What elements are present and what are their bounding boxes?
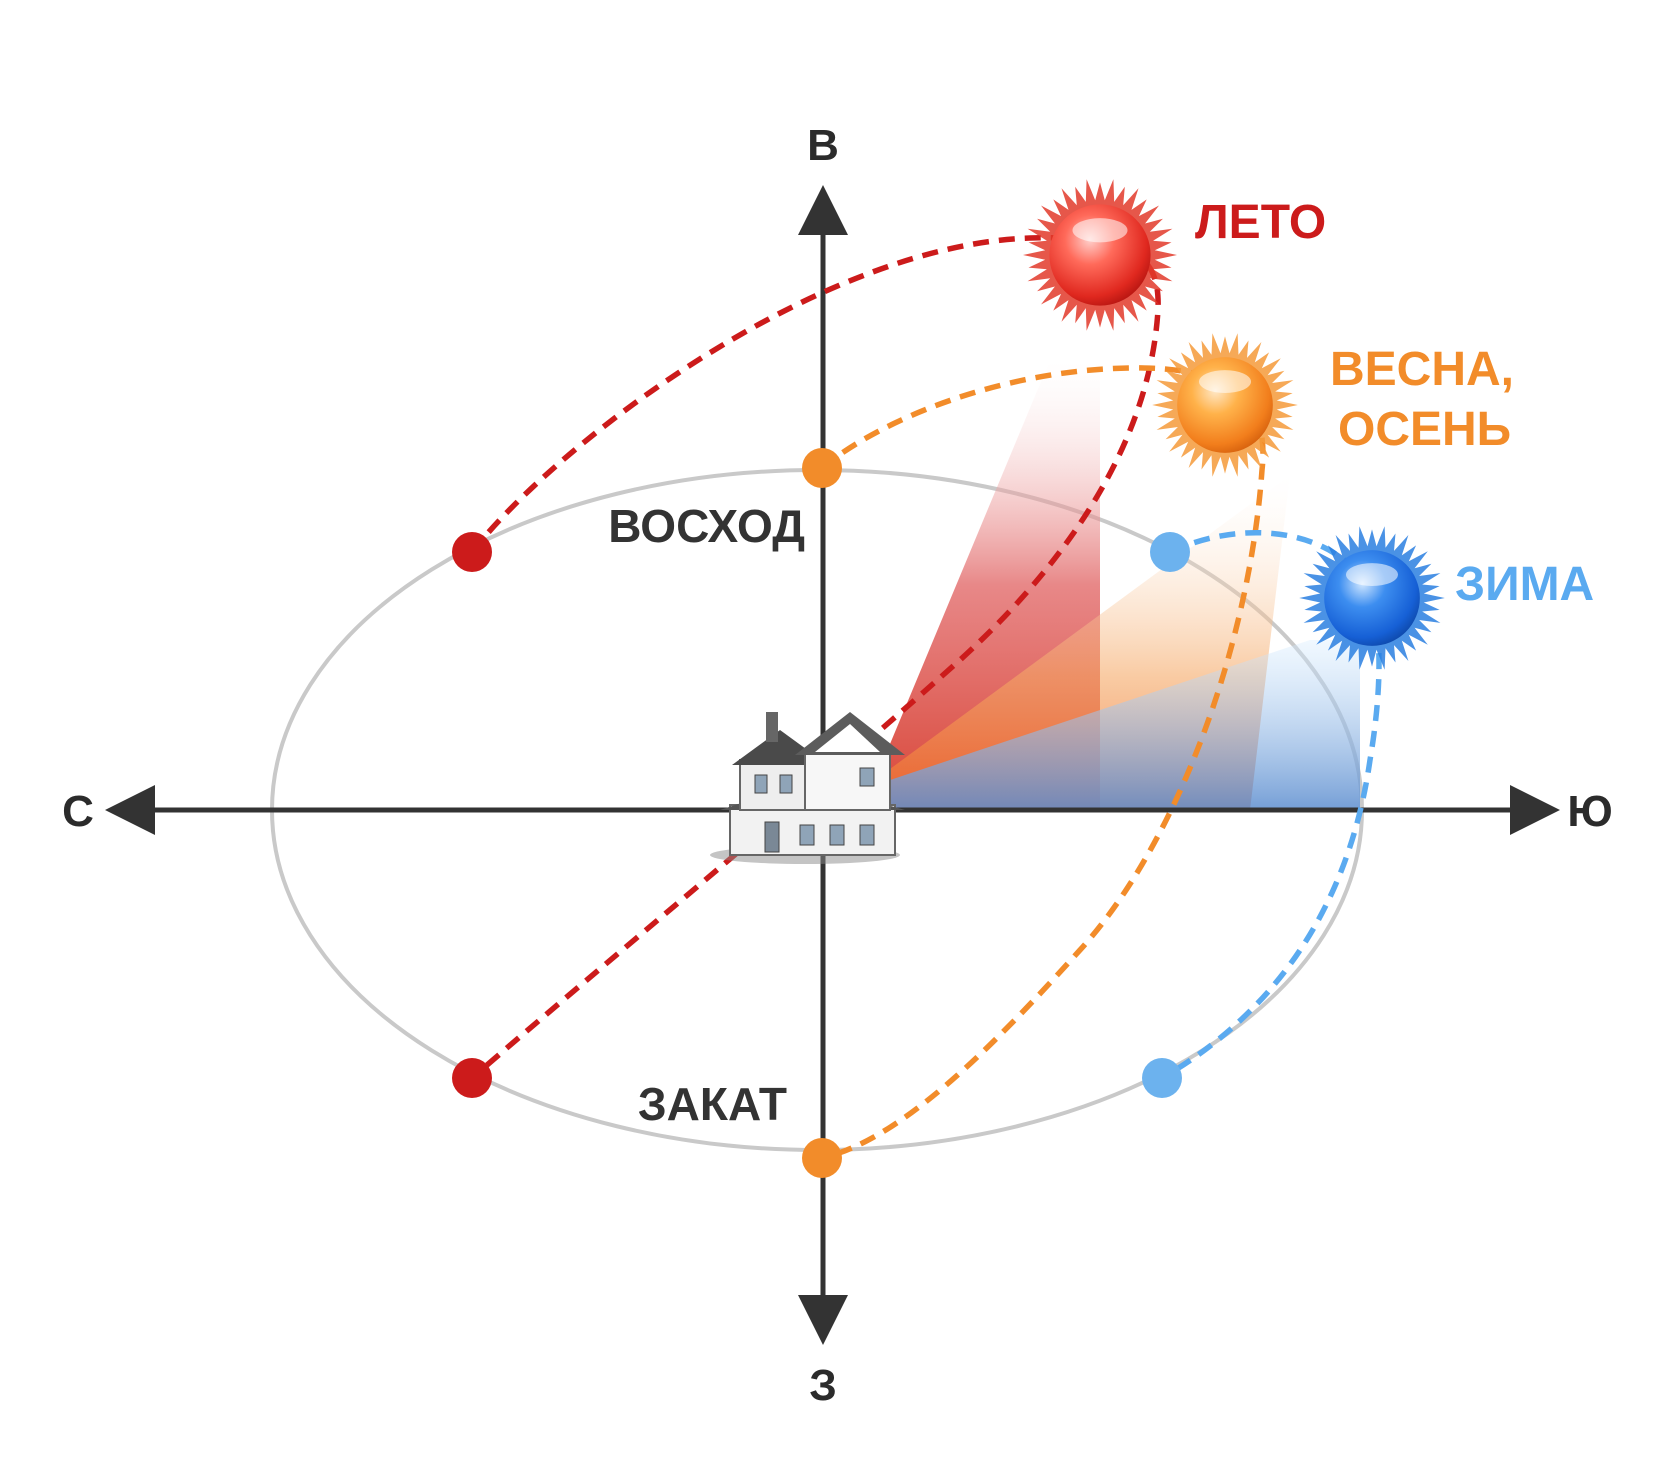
spring-autumn-label-line2: ОСЕНЬ [1338,403,1511,456]
sunrise-label: ВОСХОД [608,500,805,552]
summer-sun-icon [1023,179,1177,331]
summer-label: ЛЕТО [1195,196,1326,249]
winter-sun-icon [1299,526,1445,670]
direction-left-label: С [62,787,94,836]
summer-sun-path [469,235,1161,1081]
sunset-label: ЗАКАТ [638,1078,787,1130]
sun-highlight [1199,370,1251,394]
sun-highlight [1346,563,1398,587]
summer-sunset-point [452,1058,492,1098]
winter-sunset-point [1142,1058,1182,1098]
spring-sunset-point [802,1138,842,1178]
direction-right-label: Ю [1567,787,1612,836]
sun-highlight [1072,218,1128,243]
house-icon [710,712,905,864]
winter-label: ЗИМА [1455,558,1594,611]
winter-sun-path [1160,529,1382,1081]
spring-autumn-label-line1: ВЕСНА, [1330,343,1514,396]
spring-autumn-sun-icon [1152,333,1298,477]
spring-autumn-sun-path [820,365,1266,1161]
winter-sunrise-point [1150,532,1190,572]
summer-sunrise-point [452,532,492,572]
direction-top-label: В [807,121,839,170]
spring-sunrise-point [802,448,842,488]
winter-light-wedge [875,640,1360,810]
direction-bottom-label: З [809,1361,837,1410]
